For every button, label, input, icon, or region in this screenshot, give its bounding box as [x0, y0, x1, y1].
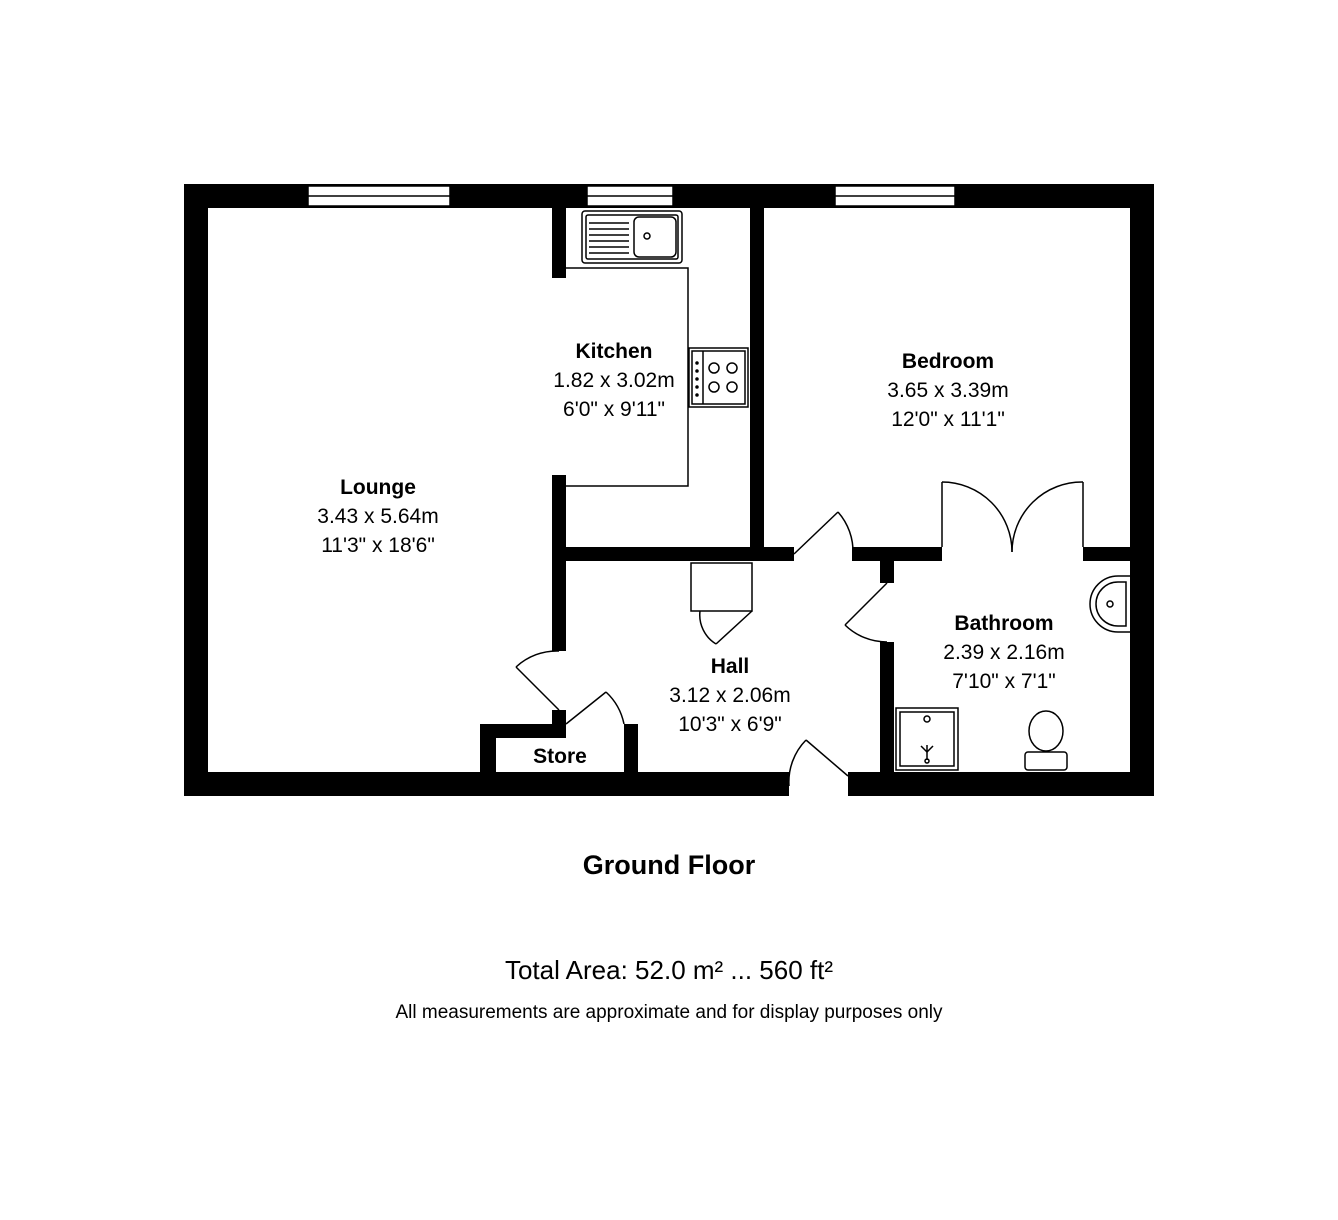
room-label-lounge: Lounge 3.43 x 5.64m 11'3" x 18'6": [317, 476, 438, 557]
room-name: Kitchen: [575, 340, 652, 363]
room-imperial: 11'3" x 18'6": [321, 534, 435, 557]
room-metric: 3.65 x 3.39m: [887, 379, 1008, 402]
room-imperial: 10'3" x 6'9": [678, 713, 782, 736]
wash-basin-icon: [1089, 575, 1130, 633]
interior-walls: [480, 208, 1130, 772]
disclaimer: All measurements are approximate and for…: [395, 1002, 943, 1023]
room-name: Bedroom: [902, 350, 994, 373]
room-metric: 3.12 x 2.06m: [669, 684, 790, 707]
hall-cupboard: [690, 562, 753, 645]
room-metric: 3.43 x 5.64m: [317, 505, 438, 528]
room-label-store: Store: [533, 745, 587, 768]
floor-plan: Lounge 3.43 x 5.64m 11'3" x 18'6" Kitche…: [184, 184, 1154, 796]
room-label-bedroom: Bedroom 3.65 x 3.39m 12'0" x 11'1": [887, 350, 1008, 431]
room-imperial: 7'10" x 7'1": [952, 670, 1056, 693]
room-imperial: 6'0" x 9'11": [563, 398, 665, 421]
windows: [307, 185, 956, 207]
hob-icon: [688, 347, 749, 408]
room-name: Bathroom: [954, 612, 1053, 635]
toilet-icon: [1024, 710, 1068, 771]
room-label-hall: Hall 3.12 x 2.06m 10'3" x 6'9": [669, 655, 790, 736]
total-area: Total Area: 52.0 m² ... 560 ft²: [504, 955, 834, 985]
room-imperial: 12'0" x 11'1": [891, 408, 1005, 431]
room-name: Store: [533, 745, 587, 768]
room-name: Lounge: [340, 476, 416, 499]
shower-tray-icon: [895, 707, 959, 771]
floor-title: Ground Floor: [582, 850, 756, 880]
outer-walls: [184, 184, 1154, 796]
room-label-kitchen: Kitchen 1.82 x 3.02m 6'0" x 9'11": [553, 340, 674, 421]
room-metric: 1.82 x 3.02m: [553, 369, 674, 392]
doors: [515, 481, 1084, 787]
room-label-bathroom: Bathroom 2.39 x 2.16m 7'10" x 7'1": [943, 612, 1064, 693]
kitchen-sink-icon: [581, 210, 683, 264]
room-metric: 2.39 x 2.16m: [943, 641, 1064, 664]
kitchen-worktop: [566, 267, 689, 487]
room-name: Hall: [711, 655, 750, 678]
